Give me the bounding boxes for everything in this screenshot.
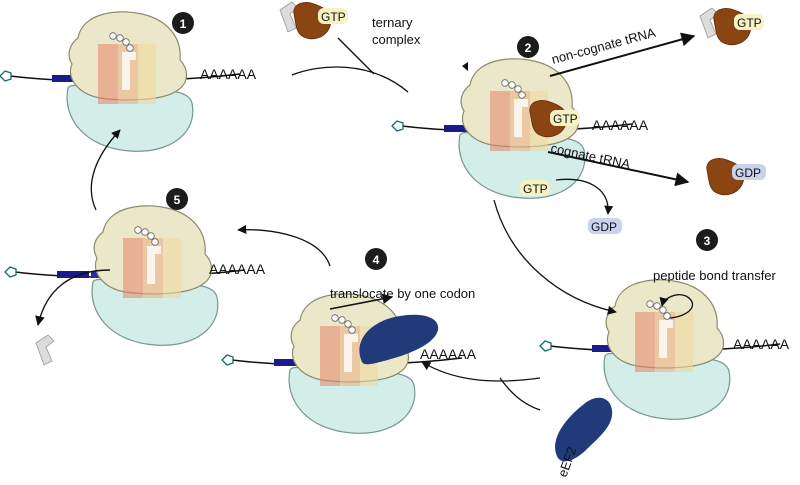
step-number-2: 2 — [525, 41, 532, 55]
step-badge-5: 5 — [166, 188, 188, 210]
polya-tail-4: AAAAAA — [420, 346, 477, 362]
step-badge-2: 2 — [517, 36, 539, 58]
eef2-join-curve — [499, 377, 541, 411]
polya-tail-2: AAAAAA — [592, 117, 649, 133]
ternary-join-curve — [337, 37, 375, 75]
step5-to-1-arrow — [90, 129, 121, 211]
gtp-badge — [550, 110, 580, 126]
translocate-arrow — [329, 293, 394, 310]
state-2: GTP AAAAAA — [391, 58, 649, 199]
step-badge-4: 4 — [365, 248, 387, 270]
ternary-label-1: ternary — [372, 15, 413, 30]
trna-exit-arrow — [35, 269, 111, 326]
arrowhead-small — [462, 62, 468, 71]
peptide-transfer-label: peptide bond transfer — [653, 268, 777, 283]
ternary-complex: GTP ternary complex — [279, 1, 421, 47]
ternary-label-2: complex — [372, 32, 421, 47]
step-number-4: 4 — [373, 253, 380, 267]
step-number-5: 5 — [174, 193, 181, 207]
state-5: AAAAAA — [4, 205, 266, 366]
exiting-trna-icon — [35, 334, 55, 366]
polya-tail-5: AAAAAA — [209, 261, 266, 277]
state-3: AAAAAA — [539, 279, 790, 420]
polya-tail-3: AAAAAA — [733, 336, 790, 352]
gdp-label-released: GDP — [735, 166, 761, 180]
peptide-transfer-arrow — [659, 294, 694, 319]
state-4: AAAAAA — [221, 293, 477, 434]
gtp-label-rejected: GTP — [737, 16, 762, 30]
translocate-label: translocate by one codon — [330, 286, 475, 301]
step1-to-2-curve — [291, 66, 409, 93]
step-number-1: 1 — [180, 17, 187, 31]
eef2-icon — [555, 397, 613, 462]
polya-tail-1: AAAAAA — [200, 66, 257, 82]
cognate-arrow — [547, 151, 690, 187]
gdp-label-hydrolysis: GDP — [591, 220, 617, 234]
eef2-icon-bound — [359, 314, 439, 365]
step2-to-3-arrow — [493, 199, 617, 315]
step3-to-4-arrow — [421, 361, 541, 382]
step-badge-1: 1 — [172, 12, 194, 34]
hydrolysis-arrow — [555, 178, 614, 215]
step-number-3: 3 — [704, 234, 711, 248]
non-cognate-arrow — [549, 32, 696, 77]
step-badge-3: 3 — [696, 229, 718, 251]
gtp-label-ternary: GTP — [321, 10, 346, 24]
gtp-label-hydrolysis: GTP — [523, 182, 548, 196]
step4-to-5-arrow — [237, 224, 331, 267]
state-1: AAAAAA — [0, 11, 257, 152]
gtp-label-2: GTP — [553, 112, 578, 126]
